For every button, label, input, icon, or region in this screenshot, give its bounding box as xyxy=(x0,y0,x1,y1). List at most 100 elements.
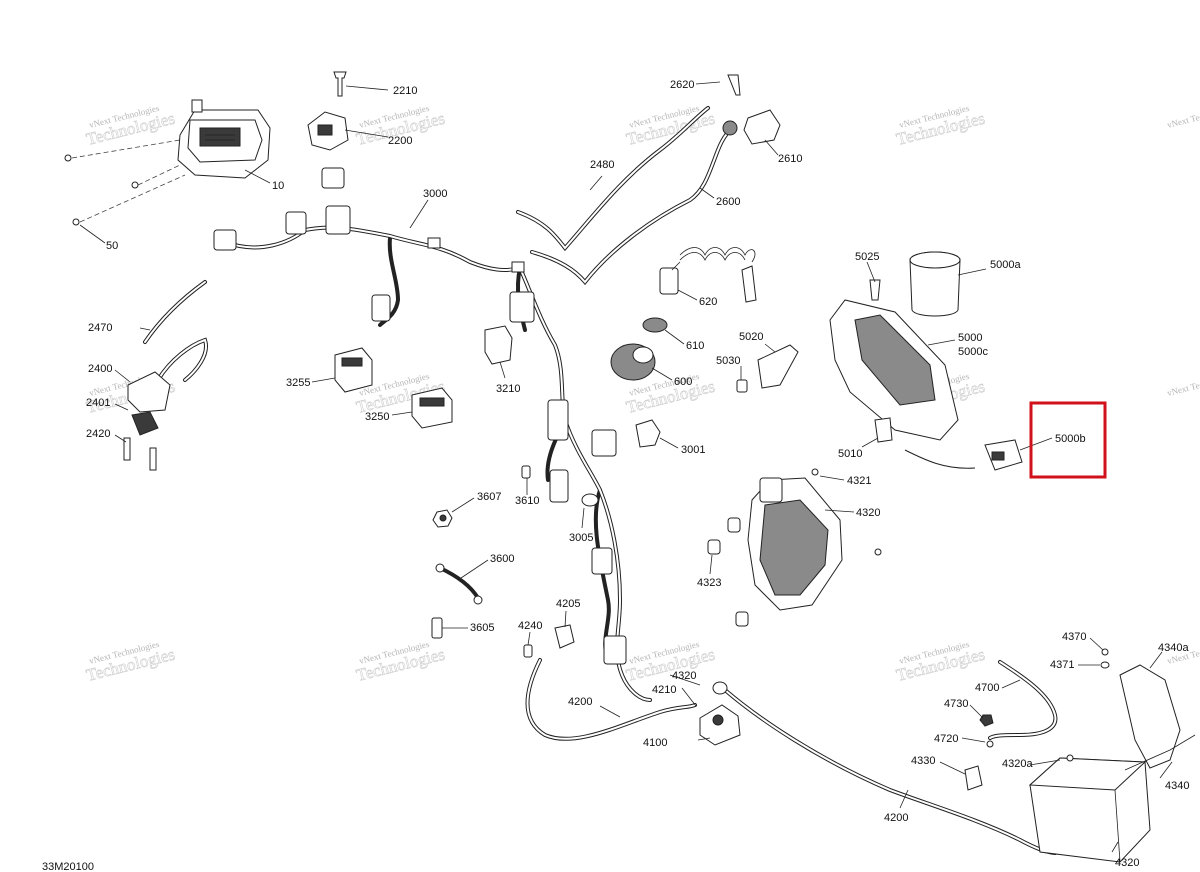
boot-4330 xyxy=(964,765,983,791)
terminal-4240 xyxy=(523,644,533,658)
callout-3210: 3210 xyxy=(496,383,520,395)
callout-610: 610 xyxy=(686,340,704,352)
callout-10: 10 xyxy=(272,180,284,192)
module-5000 xyxy=(829,279,959,443)
callout-2600: 2600 xyxy=(716,196,740,208)
nut-5030 xyxy=(736,379,748,393)
harness-clip xyxy=(427,237,441,249)
harness-connector xyxy=(371,294,391,322)
fuse-box-10 xyxy=(64,99,271,226)
callout-3605: 3605 xyxy=(470,622,494,634)
connector-3210 xyxy=(484,325,513,365)
callout-2420: 2420 xyxy=(86,428,110,440)
highlight-box xyxy=(1029,401,1107,479)
watermark-layer: vNext Technologies Technologies vNext Te… xyxy=(84,103,1200,685)
callout-5025: 5025 xyxy=(855,251,879,263)
callout-labels: 2210 2200 10 50 3000 2620 2610 2480 2600… xyxy=(86,79,1189,869)
callout-5000c: 5000c xyxy=(958,346,988,358)
harness-connector xyxy=(591,547,613,575)
cable-4700 xyxy=(988,660,1058,740)
callout-4370: 4370 xyxy=(1062,631,1086,643)
solenoid-4100 xyxy=(699,704,741,746)
callout-3005: 3005 xyxy=(569,532,593,544)
callout-620: 620 xyxy=(699,296,717,308)
callout-5000b: 5000b xyxy=(1055,433,1086,445)
callout-3255: 3255 xyxy=(286,377,310,389)
switch-3250 xyxy=(411,387,453,429)
callout-3607: 3607 xyxy=(477,491,501,503)
fuse-holder-4205 xyxy=(554,624,575,649)
bracket-4340 xyxy=(1119,664,1196,771)
filter-5000a xyxy=(909,251,961,317)
callout-4320a: 4320a xyxy=(1002,758,1033,770)
relay-2200 xyxy=(307,71,349,151)
callout-4320-ecu: 4320 xyxy=(856,507,880,519)
antenna-cable-2480 xyxy=(516,106,710,252)
callout-4200-negative: 4200 xyxy=(568,696,592,708)
callout-2480: 2480 xyxy=(590,159,614,171)
callout-4210: 4210 xyxy=(652,684,676,696)
callout-2610: 2610 xyxy=(778,153,802,165)
callout-4720: 4720 xyxy=(934,733,958,745)
callout-3610: 3610 xyxy=(515,495,539,507)
callout-5000: 5000 xyxy=(958,332,982,344)
switch-3255 xyxy=(334,347,373,393)
harness-connector xyxy=(549,469,569,503)
cable-3600 xyxy=(435,563,483,605)
harness-connector xyxy=(213,229,237,251)
bolt-3605 xyxy=(431,617,443,639)
bracket-5020 xyxy=(757,344,799,389)
drawing-code: 33M20100 xyxy=(42,861,94,872)
watermark-text: vNext Technologies xyxy=(1166,371,1200,398)
callout-600: 600 xyxy=(674,376,692,388)
harness-connector xyxy=(591,429,617,457)
callout-2400: 2400 xyxy=(88,363,112,375)
small-parts-battery xyxy=(979,648,1110,762)
callout-4100: 4100 xyxy=(643,737,667,749)
bolt-3607 xyxy=(432,509,453,528)
callout-4320-relay: 4320 xyxy=(672,670,696,682)
callout-3250: 3250 xyxy=(365,411,389,423)
harness-connector xyxy=(285,211,307,235)
callout-4321: 4321 xyxy=(847,475,871,487)
harness-connector xyxy=(325,205,351,235)
harness-clip xyxy=(511,261,525,273)
main-harness-3000 xyxy=(213,167,652,702)
cable-4200-positive xyxy=(712,681,1057,855)
callout-5000a: 5000a xyxy=(990,259,1021,271)
connector-3001 xyxy=(635,419,661,448)
callout-4340a: 4340a xyxy=(1158,642,1189,654)
leader-lines xyxy=(79,81,1173,853)
antenna-cable-2600 xyxy=(530,133,728,286)
callout-50: 50 xyxy=(106,240,118,252)
callout-4330: 4330 xyxy=(911,755,935,767)
watermark-text: vNext Technologies xyxy=(1166,103,1200,130)
battery-4320 xyxy=(1028,757,1151,863)
callout-5030: 5030 xyxy=(716,355,740,367)
callout-4340: 4340 xyxy=(1165,780,1189,792)
key-switch-610 xyxy=(642,317,668,333)
key-switch-600 xyxy=(610,343,656,381)
callout-4730: 4730 xyxy=(944,698,968,710)
antenna-2470 xyxy=(123,280,208,471)
sensor-5000b xyxy=(904,439,1023,471)
antenna-2610 xyxy=(722,74,781,145)
callout-4205: 4205 xyxy=(556,598,580,610)
callout-4371: 4371 xyxy=(1050,659,1074,671)
nut-3610 xyxy=(521,465,531,479)
grommet-3005 xyxy=(581,493,599,507)
callout-3600: 3600 xyxy=(490,553,514,565)
callout-5020: 5020 xyxy=(739,331,763,343)
callout-3000: 3000 xyxy=(423,188,447,200)
callout-2401: 2401 xyxy=(86,397,110,409)
callout-2200: 2200 xyxy=(388,135,412,147)
harness-connector xyxy=(321,167,345,189)
callout-4700: 4700 xyxy=(975,682,999,694)
coil-cable-620 xyxy=(659,247,757,303)
callout-2470: 2470 xyxy=(88,322,112,334)
harness-connector xyxy=(603,635,627,665)
callout-3001: 3001 xyxy=(681,444,705,456)
callout-4320-battery: 4320 xyxy=(1115,857,1139,869)
